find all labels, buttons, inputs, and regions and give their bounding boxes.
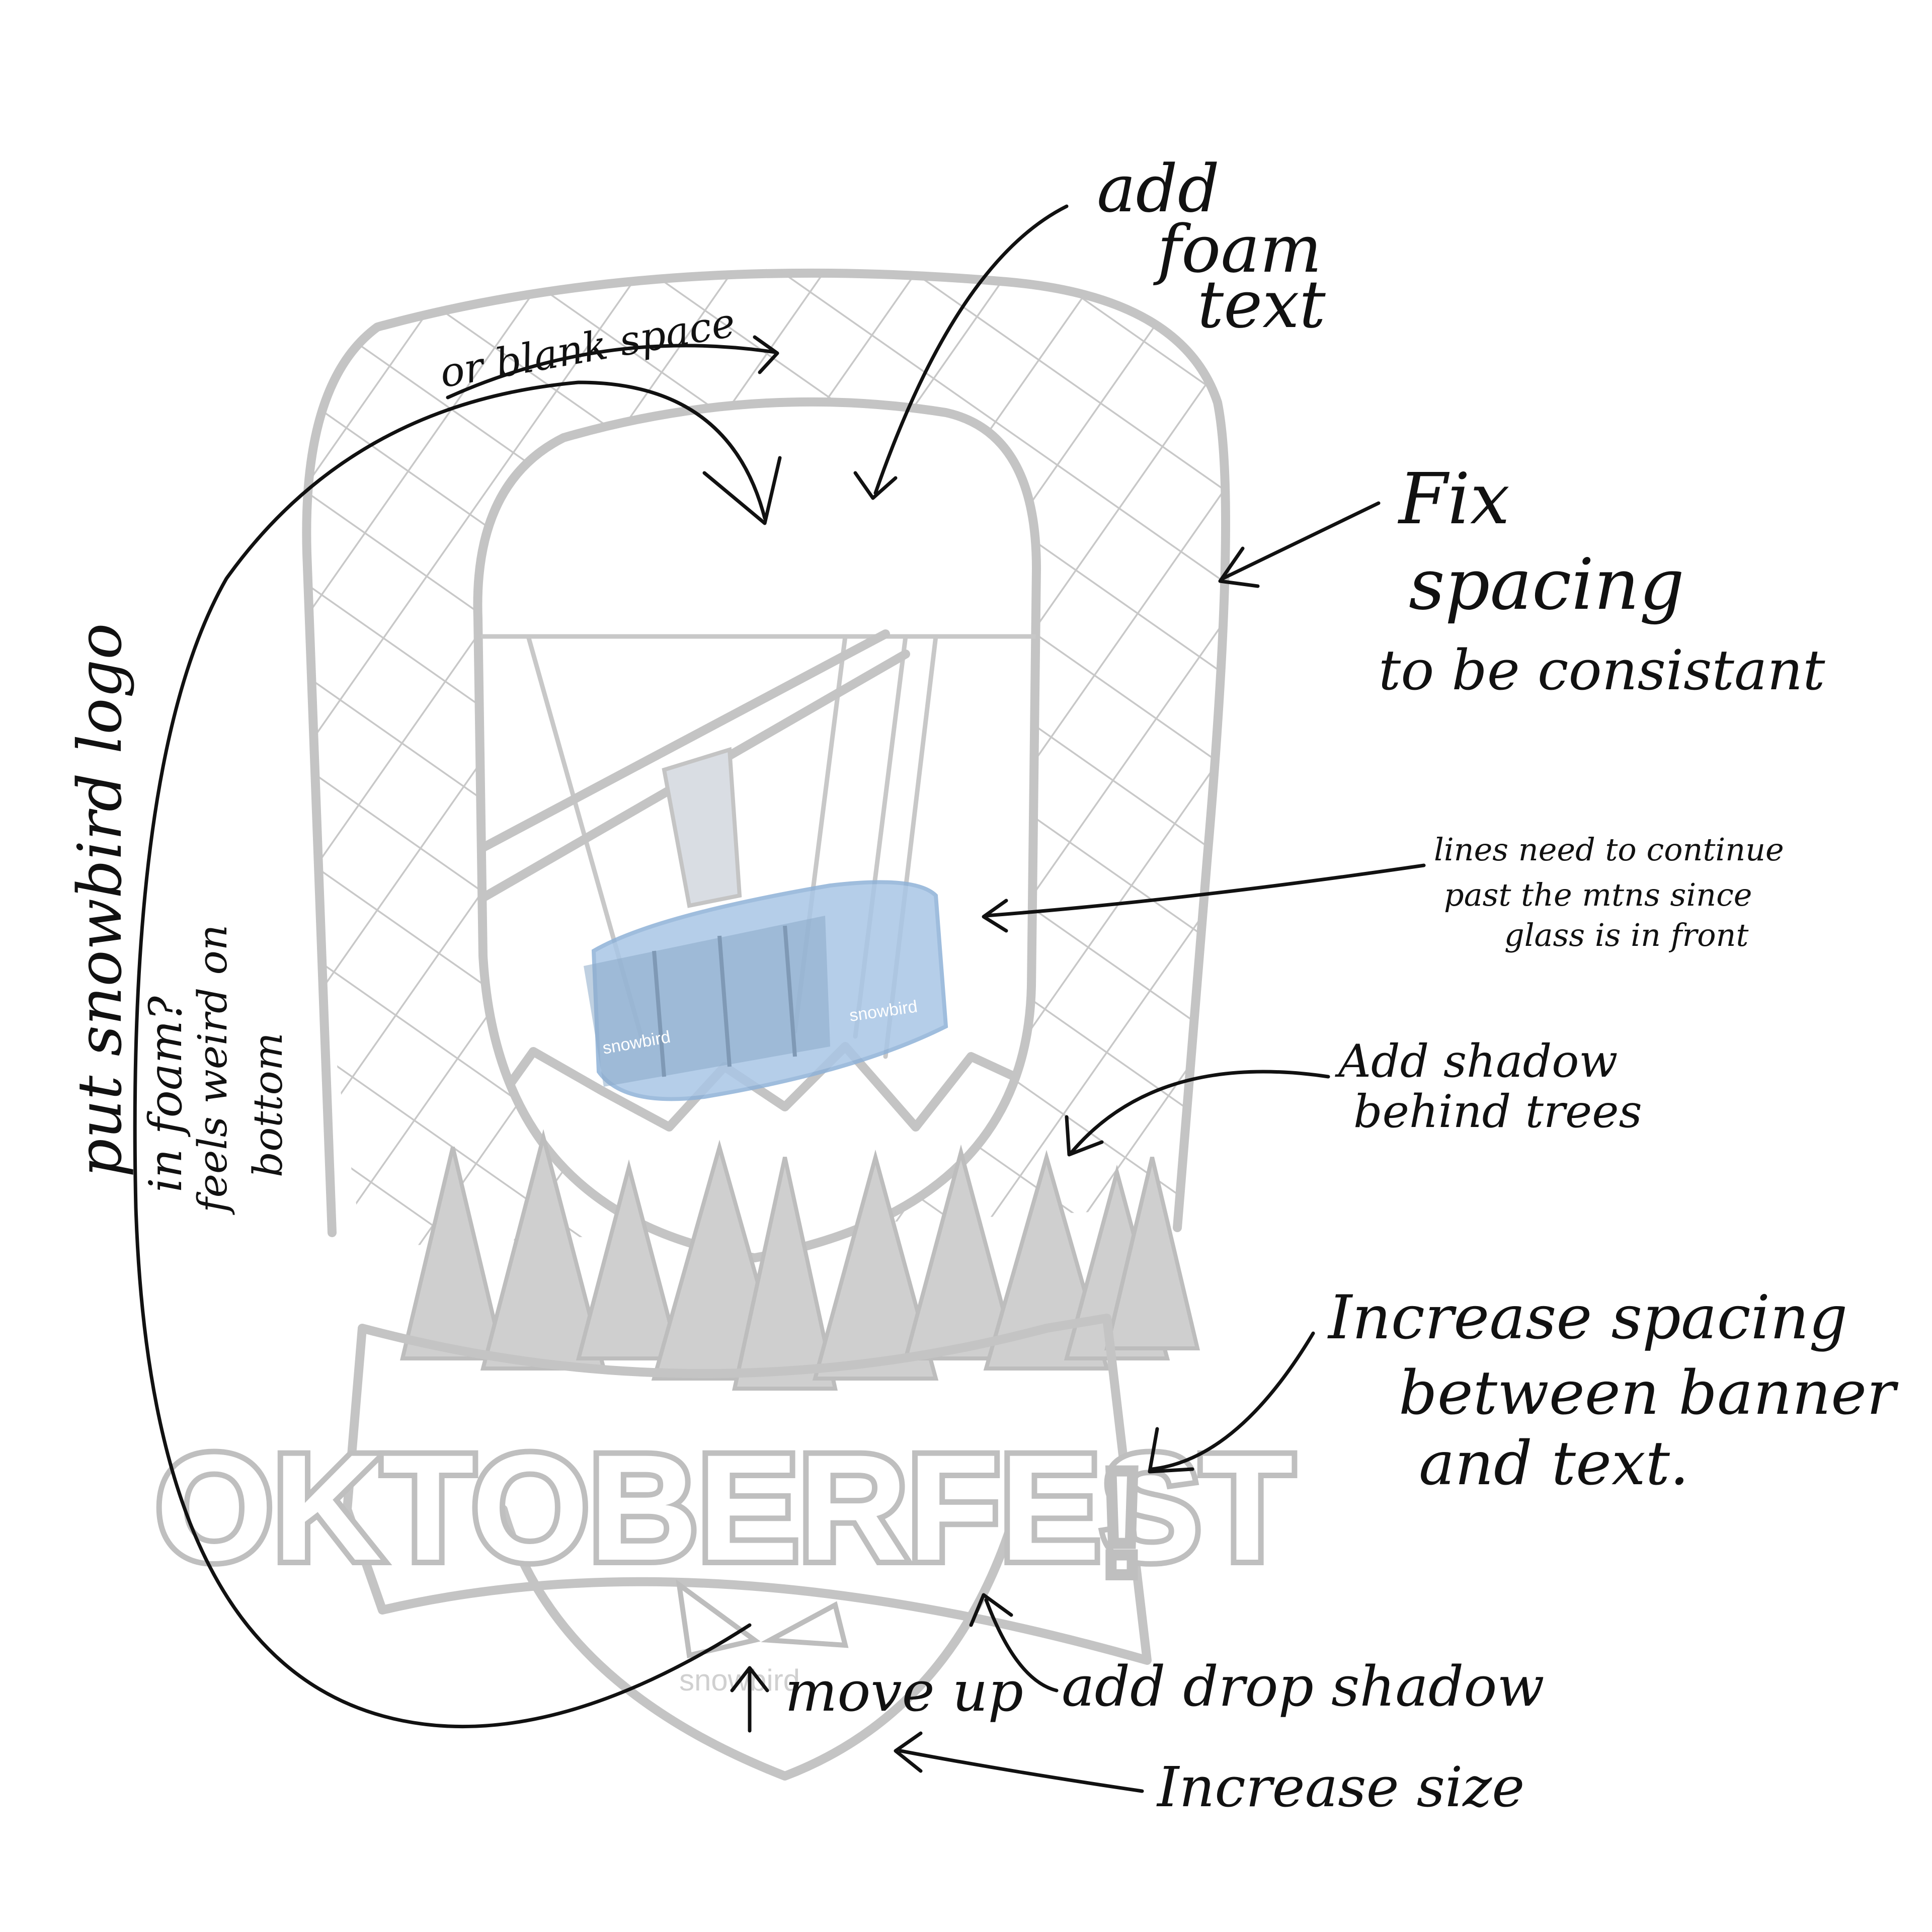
banner-title: OKTOBERFEST	[155, 1423, 1293, 1592]
annotation-layer: add foam text or blank space put snowbir…	[65, 150, 1915, 1819]
note-feels-weird: feels weird on	[189, 925, 236, 1215]
gondola-illustration: snowbird snowbird	[584, 747, 948, 1101]
gondola-window-fill	[477, 401, 1037, 1258]
note-fix-spacing: Fix spacing to be consistant	[1379, 458, 1825, 702]
svg-text:put snowbird logo: put snowbird logo	[65, 623, 135, 1177]
pine-tree-row	[399, 1129, 1200, 1391]
artwork-sketch: snowbird snowbird OKTOBERFEST ! snow	[150, 268, 1299, 1781]
bottom-crest-outline	[499, 1505, 1021, 1781]
note-banner-spacing: Increase spacing between banner and text…	[1327, 1283, 1915, 1499]
note-increase-size: Increase size	[1156, 1755, 1524, 1819]
note-bottom: bottom	[245, 1032, 291, 1177]
banner-ribbon	[343, 1314, 1152, 1665]
note-snowbird-logo: put snowbird logo	[65, 623, 135, 1177]
note-in-foam: in foam?	[139, 996, 192, 1192]
banner-exclamation: !	[1097, 1438, 1147, 1607]
note-add-foam-text: add foam text	[1097, 150, 1343, 343]
arrow-add-foam-text	[873, 204, 1069, 495]
arrow-snowbird-logo-loop	[133, 380, 767, 1729]
shield-outline	[302, 268, 1230, 1237]
note-drop-shadow: add drop shadow	[1062, 1654, 1545, 1719]
note-lines-continue: lines need to continue past the mtns sin…	[1434, 831, 1794, 953]
note-shadow-trees: Add shadow behind trees	[1335, 1035, 1642, 1138]
note-move-up: move up	[785, 1659, 1023, 1724]
